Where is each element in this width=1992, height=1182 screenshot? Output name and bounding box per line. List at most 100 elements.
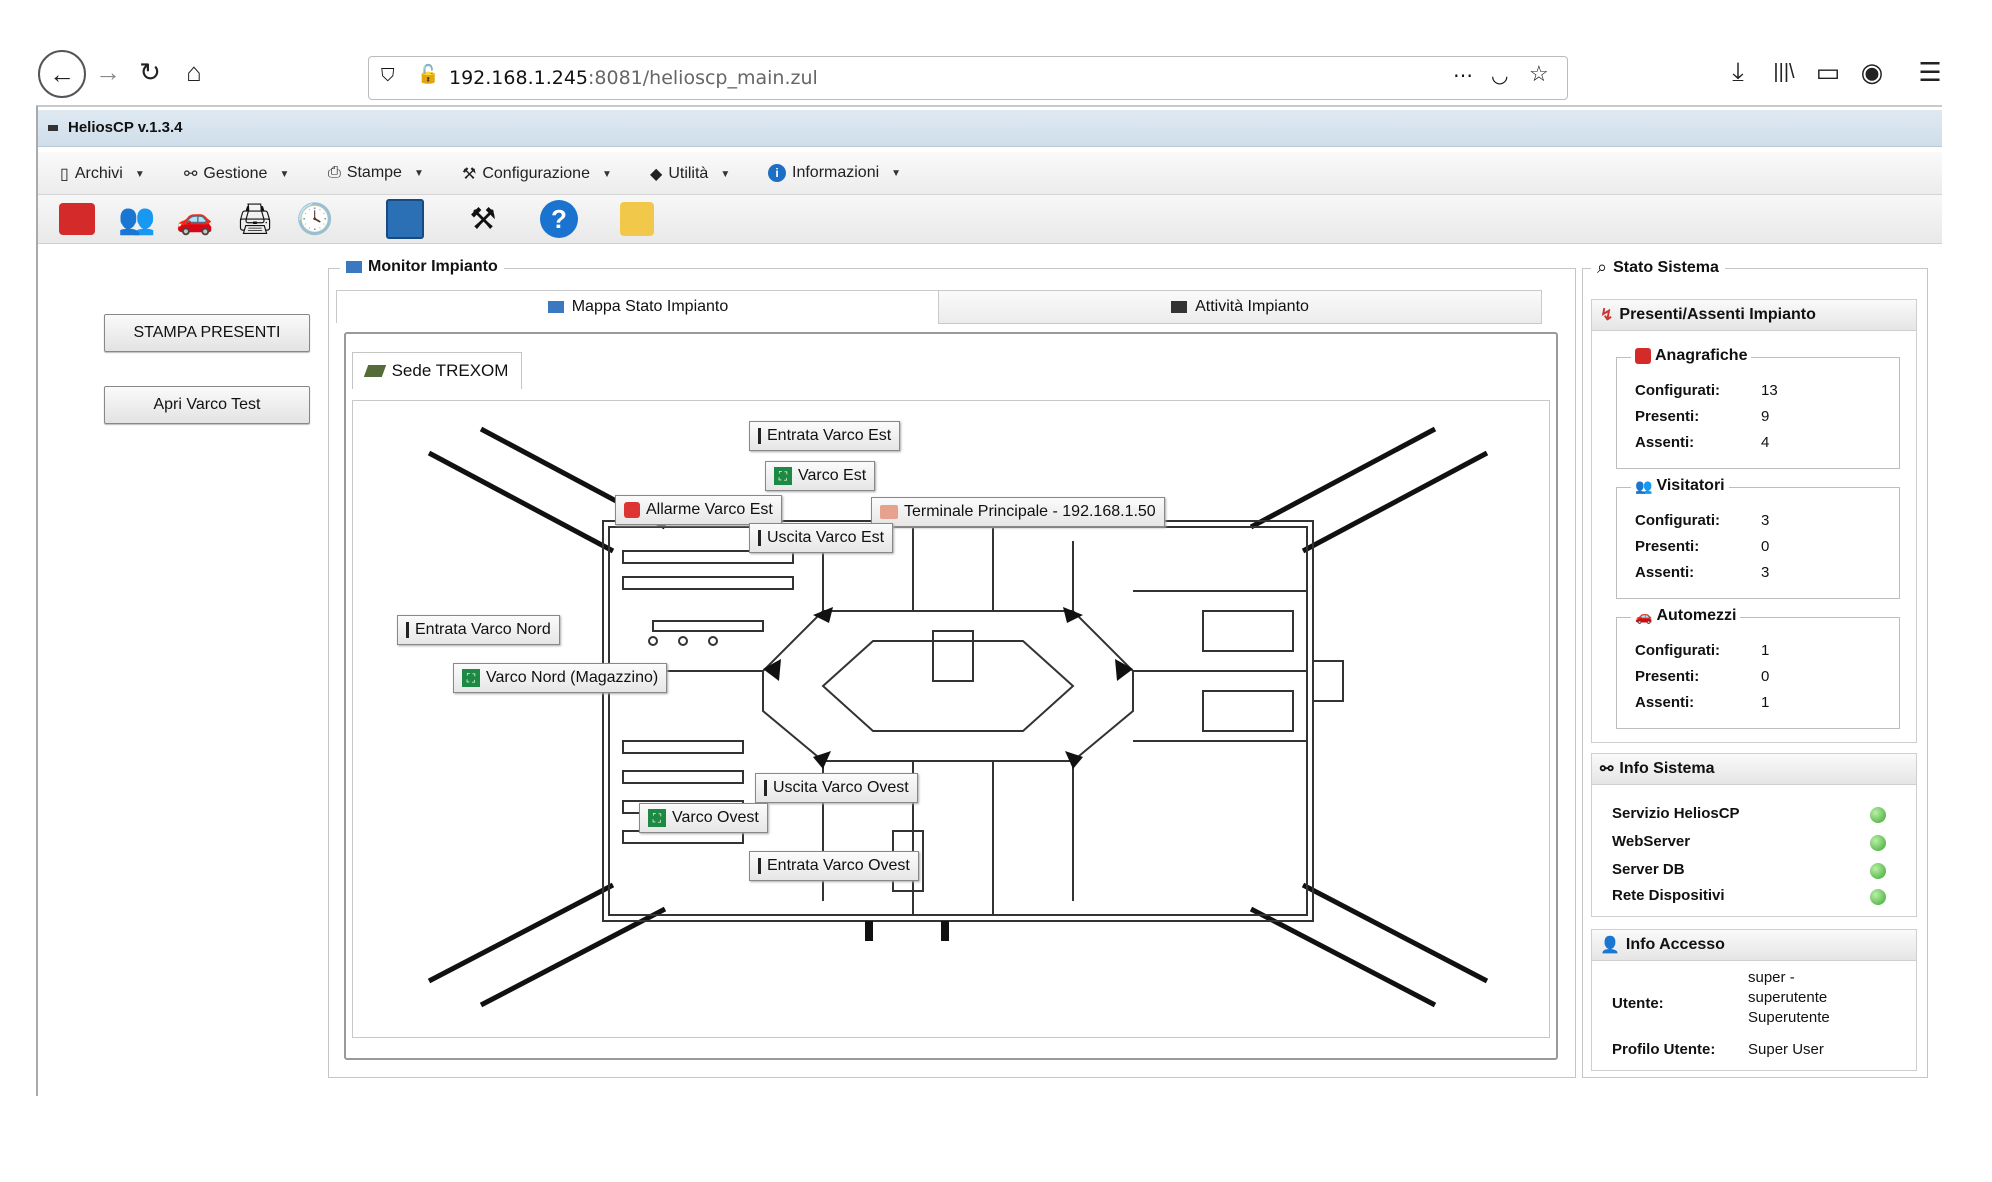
reload-button[interactable]: ↻ (128, 50, 172, 94)
url-path: :8081/helioscp_main.zul (588, 67, 818, 89)
menu-label: Informazioni (792, 164, 880, 181)
url-bar[interactable]: ⛉ 🔓 192.168.1.245:8081/helioscp_main.zul… (368, 56, 1568, 100)
status-legend: ⌕ Stato Sistema (1591, 257, 1725, 278)
menu-label: Stampe (346, 164, 402, 181)
map-label-varco-est[interactable]: ⛶Varco Est (765, 461, 876, 491)
menu-configurazione[interactable]: ⚒Configurazione▼ (462, 164, 612, 184)
monitor-screen-icon (1171, 301, 1188, 313)
sidebar-button[interactable]: ▭ (1806, 50, 1850, 94)
presence-section-header[interactable]: ↯ Presenti/Assenti Impianto (1591, 299, 1917, 331)
map-label-uscita-est[interactable]: Uscita Varco Est (749, 523, 894, 553)
presence-section-body: Anagrafiche Configurati:13 Presenti:9 As… (1591, 331, 1917, 743)
group-name: Anagrafiche (1655, 347, 1748, 364)
app-title: HeliosCP v.1.3.4 (68, 119, 183, 136)
status-ok-icon (1870, 889, 1886, 905)
user-value-line3: Superutente (1748, 1009, 1830, 1026)
network-icon: ⚯ (1600, 761, 1614, 778)
map-label-text: Varco Ovest (672, 809, 759, 826)
system-info-body: Servizio HeliosCP WebServer Server DB Re… (1591, 785, 1917, 917)
library-icon: |||\ (1773, 60, 1795, 83)
system-info-header[interactable]: ⚯ Info Sistema (1591, 753, 1917, 785)
configured-value: 3 (1761, 512, 1770, 529)
gate-flag-icon (764, 780, 767, 796)
access-info-title: Info Accesso (1625, 936, 1725, 953)
service-helioscp-label: Servizio HeliosCP (1612, 805, 1740, 822)
visitors-icon[interactable]: 👥 (118, 202, 156, 236)
present-value: 9 (1761, 408, 1770, 425)
menu-utilita[interactable]: ◆Utilità▼ (650, 164, 730, 184)
more-icon[interactable]: ⋯ (1453, 65, 1473, 87)
home-button[interactable]: ⌂ (172, 50, 216, 94)
map-label-entrata-nord[interactable]: Entrata Varco Nord (397, 615, 560, 645)
access-info-body: Utente: super - superutente Superutente … (1591, 961, 1917, 1071)
access-info-header[interactable]: 👤 Info Accesso (1591, 929, 1917, 961)
tabs-row: Mappa Stato Impianto Attività Impianto (336, 290, 1542, 324)
back-button[interactable]: ← (38, 50, 86, 98)
map-label-entrata-est[interactable]: Entrata Varco Est (749, 421, 901, 451)
key-icon[interactable] (616, 199, 658, 239)
profile-value: Super User (1748, 1041, 1824, 1058)
tab-attivita[interactable]: Attività Impianto (938, 290, 1542, 324)
configured-label: Configurati: (1635, 512, 1720, 529)
app-frame (36, 106, 1944, 1096)
map-label-varco-nord[interactable]: ⛶Varco Nord (Magazzino) (453, 663, 668, 693)
menu-gestione[interactable]: ⚯Gestione▼ (184, 164, 289, 184)
absent-value: 1 (1761, 694, 1770, 711)
absent-value: 3 (1761, 564, 1770, 581)
open-gate-test-button[interactable]: Apri Varco Test (104, 386, 310, 424)
scanner-icon[interactable]: 🖨 (235, 202, 275, 236)
monitor-legend: Monitor Impianto (340, 258, 504, 276)
device-network-label: Rete Dispositivi (1612, 887, 1725, 904)
clock-icon[interactable]: 🕓 (296, 202, 334, 236)
absent-label: Assenti: (1635, 564, 1695, 581)
map-label-text: Entrata Varco Ovest (767, 857, 910, 874)
pocket-icon[interactable]: ◡ (1491, 65, 1509, 87)
server-db-label: Server DB (1612, 861, 1685, 878)
forward-button[interactable]: → (86, 50, 130, 94)
system-info-title: Info Sistema (1619, 760, 1715, 777)
library-button[interactable]: |||\ (1762, 50, 1806, 94)
sidebar-icon: ▭ (1815, 56, 1841, 87)
tab-mappa-stato[interactable]: Mappa Stato Impianto (336, 290, 940, 323)
tab-label: Attività Impianto (1195, 298, 1309, 315)
group-legend: Anagrafiche (1631, 347, 1752, 365)
help-icon[interactable]: ? (538, 199, 580, 239)
tab-label: Mappa Stato Impianto (571, 298, 729, 315)
url-host: 192.168.1.245 (449, 67, 589, 89)
vehicle-icon[interactable]: 🚗 (176, 202, 214, 236)
map-label-uscita-ovest[interactable]: Uscita Varco Ovest (755, 773, 918, 803)
map-label-varco-ovest[interactable]: ⛶Varco Ovest (639, 803, 768, 833)
badge-card-icon (1635, 348, 1651, 364)
icon-toolbar: 👥 🚗 🖨 🕓 ⚒ ? (38, 195, 1942, 244)
insecure-lock-icon: 🔓 (417, 64, 440, 84)
account-icon: ◉ (1860, 56, 1884, 87)
user-value-line2: superutente (1748, 989, 1828, 1006)
map-label-terminale[interactable]: Terminale Principale - 192.168.1.50 (871, 497, 1165, 527)
map-label-text: Entrata Varco Est (767, 427, 892, 444)
map-label-allarme-est[interactable]: Allarme Varco Est (615, 495, 782, 525)
menu-label: Configurazione (482, 165, 590, 182)
shield-icon: ⛉ (381, 65, 395, 85)
menu-archivi[interactable]: ▯Archivi▼ (60, 164, 145, 184)
app-title-bar: HeliosCP v.1.3.4 (38, 110, 1942, 147)
chevron-down-icon: ▼ (279, 168, 290, 180)
tools-icon[interactable]: ⚒ (469, 202, 497, 236)
group-legend: 👥Visitatori (1631, 477, 1729, 495)
menu-stampe[interactable]: ⎙Stampe▼ (328, 164, 424, 182)
menu-button[interactable]: ☰ (1908, 50, 1952, 94)
badge-card-icon[interactable] (56, 199, 98, 239)
map-container: Sede TREXOM (344, 332, 1558, 1060)
print-present-button[interactable]: STAMPA PRESENTI (104, 314, 310, 352)
map-label-text: Allarme Varco Est (646, 501, 773, 518)
chevron-down-icon: ▼ (601, 168, 612, 180)
account-button[interactable]: ◉ (1850, 50, 1894, 94)
bookmark-star-icon[interactable]: ☆ (1529, 61, 1549, 86)
report-icon[interactable] (384, 199, 426, 239)
menu-icon: ☰ (1918, 56, 1942, 87)
download-button[interactable]: ⤓ (1716, 50, 1760, 94)
map-label-entrata-ovest[interactable]: Entrata Varco Ovest (749, 851, 919, 881)
site-tab[interactable]: Sede TREXOM (352, 352, 522, 389)
gate-flag-icon (758, 428, 761, 444)
user-icon: 👤 (1600, 937, 1620, 954)
